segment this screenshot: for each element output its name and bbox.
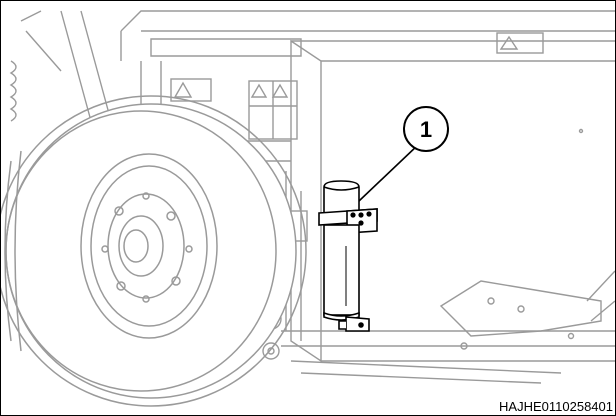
- figure-id: HAJHE0110258401: [499, 399, 613, 414]
- callout-1-label: 1: [420, 117, 432, 142]
- wheel: [1, 95, 307, 407]
- highlighted-component: [318, 180, 378, 332]
- callout-1: 1: [358, 106, 449, 202]
